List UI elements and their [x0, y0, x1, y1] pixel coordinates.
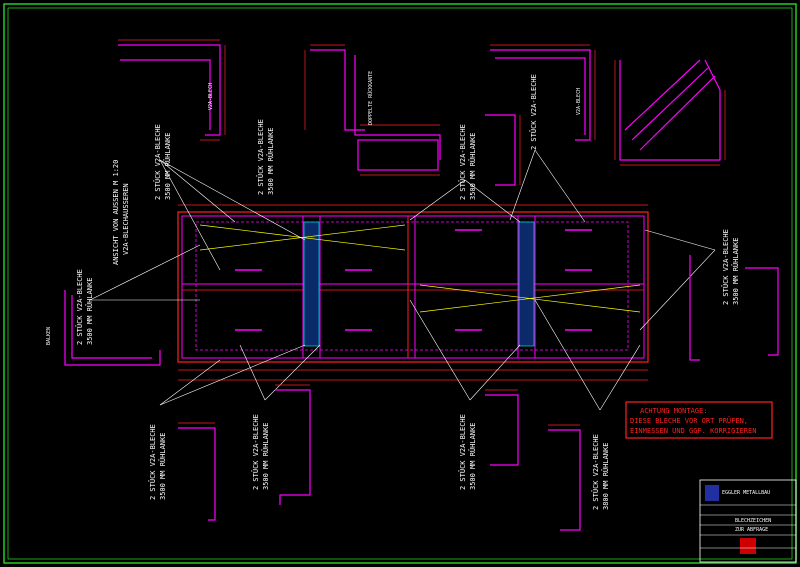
profile-label-top-3: V2A-BLECH: [576, 88, 582, 115]
view-label: ANSICHT VON AUSSEN M 1:20: [112, 160, 120, 265]
profile-label-top-1: V2A-BLECH: [208, 83, 214, 110]
callout-bottom-1a: 2 STÜCK V2A-BLECHE: [148, 424, 157, 500]
callout-bottom-4b: 3800 MM RÜHLANKE: [601, 443, 610, 510]
callout-top-center-1: 2 STÜCK V2A-BLECHE: [256, 119, 265, 195]
profile-dims-top-3: [490, 44, 596, 185]
callout-top-far-right-1: 2 STÜCK V2A-BLECHE: [529, 74, 538, 150]
callout-left-mid-2: 3500 MM RÜHLANKE: [85, 278, 94, 345]
title-block: EGGLER METALLBAU BLECHZEICHEN ZUR ABFRAG…: [699, 479, 797, 563]
callout-top-center-2: 3500 MM RÜHLANKE: [266, 128, 275, 195]
profile-detail-top-3: [485, 49, 591, 186]
warning-line-3: EINMESSEN UND GGF. KORRIGIEREN: [630, 427, 756, 435]
title-block-content: BLECHZEICHEN: [735, 518, 771, 524]
title-block-company: EGGLER METALLBAU: [722, 490, 770, 496]
title-block-note: ZUR ABFRAGE: [735, 527, 768, 533]
warning-line-1: ACHTUNG MONTAGE:: [640, 407, 707, 415]
profile-detail-right: [689, 255, 779, 361]
profile-detail-left: [64, 290, 161, 366]
warning-line-2: DIESE BLECHE VOR ORT PRÜFEN,: [630, 416, 748, 425]
profile-detail-bottom-1: [178, 389, 311, 521]
callout-bottom-3b: 3500 MM RÜHLANKE: [468, 423, 477, 490]
callout-top-right-1: 2 STÜCK V2A-BLECHE: [458, 124, 467, 200]
callout-right-mid-1: 2 STÜCK V2A-BLECHE: [721, 229, 730, 305]
profile-label-top-2: DOPPELTE RÜCKKANTE: [367, 71, 374, 125]
warning-box: ACHTUNG MONTAGE: DIESE BLECHE VOR ORT PR…: [625, 401, 773, 439]
profile-detail-top-2: [310, 49, 441, 171]
callout-top-left-2: 3500 MM RÜHLANKE: [163, 133, 172, 200]
profile-label-left: BALKEN: [46, 327, 52, 345]
drawing-frame-inner: [7, 7, 793, 560]
profile-dims-top-1: [118, 39, 226, 141]
callout-right-mid-2: 3500 MM RÜHLANKE: [731, 238, 740, 305]
callout-bottom-2b: 3500 MM RÜHLANKE: [261, 423, 270, 490]
view-sublabel: V2A-BLECHAUSSEREN: [122, 183, 130, 255]
drawing-frame: [3, 3, 797, 564]
callout-bottom-2a: 2 STÜCK V2A-BLECHE: [251, 414, 260, 490]
profile-dims-top-4: [614, 60, 726, 166]
main-elevation: [177, 204, 649, 381]
profile-dims-top-2: [304, 44, 440, 176]
callout-top-right-2: 3500 MM RÜHLANKE: [468, 133, 477, 200]
profile-dims-bottom: [178, 384, 580, 426]
callout-bottom-3a: 2 STÜCK V2A-BLECHE: [458, 414, 467, 490]
leader-lines: [89, 149, 716, 411]
callout-bottom-1b: 3500 MM RÜHLANKE: [158, 433, 167, 500]
callout-bottom-4a: 2 STÜCK V2A-BLECHE: [591, 434, 600, 510]
profile-detail-bottom-2: [485, 394, 581, 531]
callout-left-mid-1: 2 STÜCK V2A-BLECHE: [75, 269, 84, 345]
callout-top-left-1: 2 STÜCK V2A-BLECHE: [153, 124, 162, 200]
profile-detail-top-4: [619, 59, 721, 161]
profile-detail-top-1: [118, 44, 221, 136]
